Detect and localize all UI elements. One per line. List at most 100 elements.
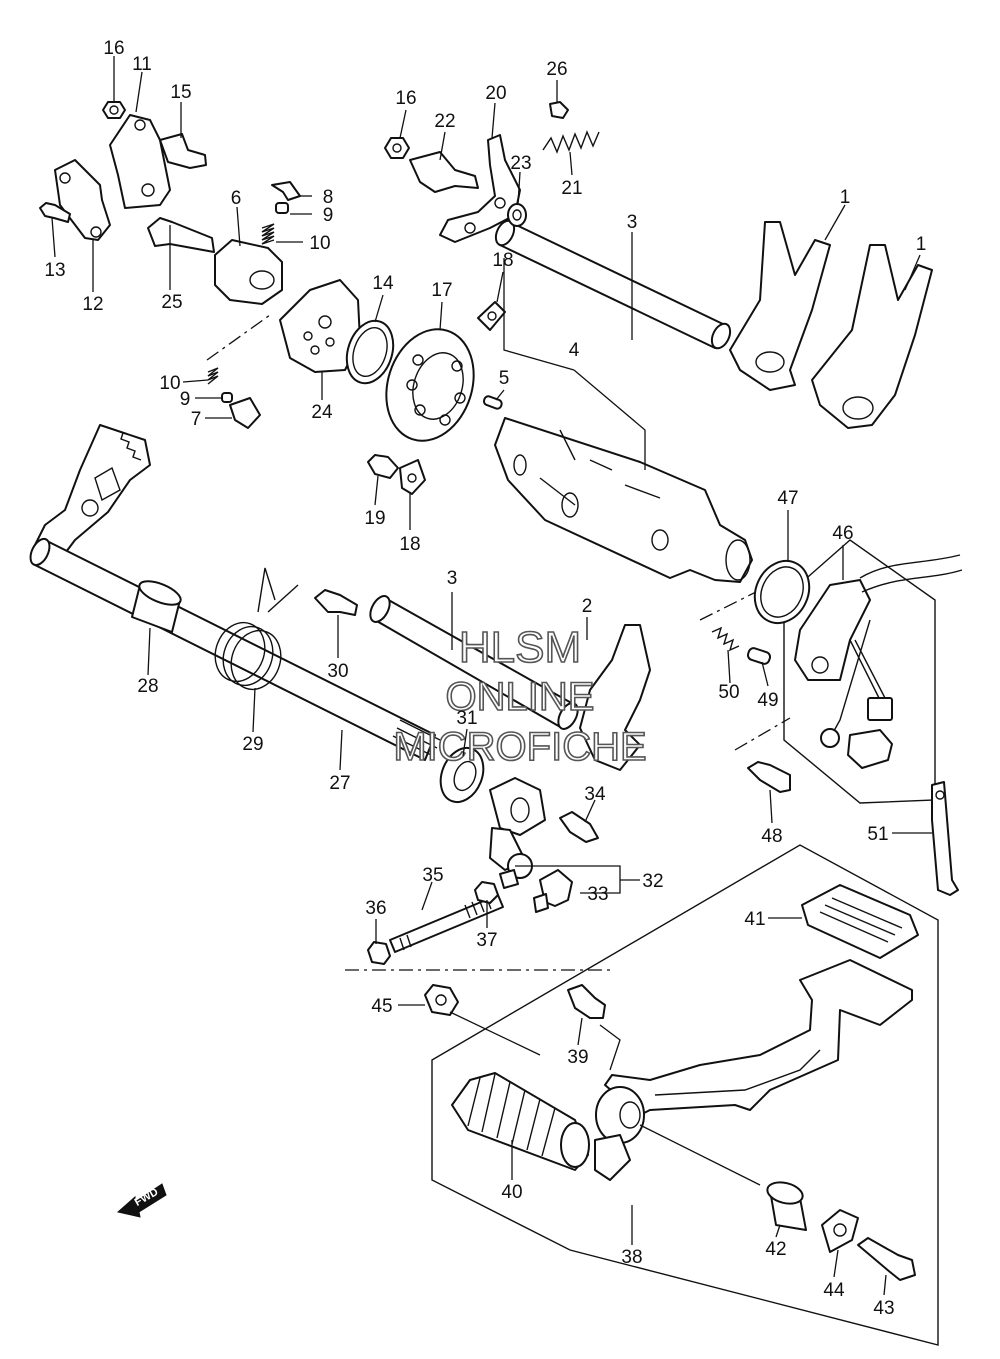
callout-7[interactable]: 7 — [191, 409, 202, 430]
callout-9[interactable]: 9 — [323, 205, 334, 226]
part-11-plate[interactable] — [109, 114, 171, 209]
callout-2[interactable]: 2 — [582, 596, 593, 617]
callout-5[interactable]: 5 — [499, 368, 510, 389]
part-49-pin[interactable] — [746, 647, 772, 665]
callout-32[interactable]: 32 — [642, 871, 663, 892]
callout-14[interactable]: 14 — [372, 273, 394, 294]
callout-48[interactable]: 48 — [761, 826, 782, 847]
callout-16[interactable]: 16 — [103, 38, 124, 59]
part-8-pawl[interactable] — [271, 181, 301, 201]
part-21-spring[interactable] — [542, 130, 600, 154]
part-27-shift-shaft[interactable] — [27, 536, 441, 761]
callout-11[interactable]: 11 — [132, 54, 152, 75]
part-10-spring-upper[interactable] — [261, 223, 275, 245]
part-39-pin[interactable] — [567, 984, 606, 1019]
part-36-nut[interactable] — [367, 941, 391, 965]
callout-20[interactable]: 20 — [485, 83, 506, 104]
part-12-stopper-plate[interactable] — [54, 159, 111, 241]
callout-35[interactable]: 35 — [422, 865, 443, 886]
callout-12[interactable]: 12 — [82, 294, 103, 315]
callout-21[interactable]: 21 — [561, 178, 582, 199]
callout-9[interactable]: 9 — [180, 389, 191, 410]
part-33-ball-cap[interactable] — [533, 869, 573, 913]
callout-47[interactable]: 47 — [777, 488, 798, 509]
part-30-pin[interactable] — [314, 589, 358, 616]
callout-19[interactable]: 19 — [364, 508, 385, 529]
callout-16[interactable]: 16 — [395, 88, 416, 109]
callout-18[interactable]: 18 — [492, 250, 513, 271]
part-37-nut[interactable] — [474, 881, 499, 904]
part-29-return-spring[interactable] — [207, 567, 299, 696]
part-41-pedal-pad[interactable] — [801, 884, 919, 959]
part-51-clamp[interactable] — [931, 781, 959, 896]
part-4-gear-shift-cam[interactable] — [494, 417, 753, 583]
callout-36[interactable]: 36 — [365, 898, 386, 919]
callout-3[interactable]: 3 — [627, 212, 638, 233]
callout-17[interactable]: 17 — [431, 280, 452, 301]
callout-50[interactable]: 50 — [718, 682, 739, 703]
part-25-bolt[interactable] — [147, 217, 215, 253]
callout-1[interactable]: 1 — [916, 234, 927, 255]
callout-41[interactable]: 41 — [744, 909, 765, 930]
part-47-o-ring[interactable] — [745, 552, 819, 632]
callout-24[interactable]: 24 — [311, 402, 333, 423]
callout-27[interactable]: 27 — [329, 773, 350, 794]
part-22-stud[interactable] — [409, 151, 479, 193]
callout-23[interactable]: 23 — [510, 153, 531, 174]
callout-6[interactable]: 6 — [231, 188, 242, 209]
callout-4[interactable]: 4 — [569, 340, 580, 361]
part-28-bush[interactable] — [131, 576, 184, 633]
part-18-washer-upper[interactable] — [477, 301, 506, 331]
part-10-spring-lower[interactable] — [207, 367, 219, 385]
part-46-gear-position-switch[interactable] — [794, 554, 963, 769]
callout-34[interactable]: 34 — [584, 784, 606, 805]
callout-39[interactable]: 39 — [567, 1047, 588, 1068]
callout-3[interactable]: 3 — [447, 568, 458, 589]
part-15-stud[interactable] — [159, 133, 207, 169]
part-38-gearshift-pedal[interactable] — [604, 959, 913, 1116]
callout-46[interactable]: 46 — [832, 523, 853, 544]
part-17-bearing[interactable] — [372, 318, 487, 452]
part-6-stopper-cam[interactable] — [214, 239, 283, 305]
callout-49[interactable]: 49 — [757, 690, 778, 711]
callout-40[interactable]: 40 — [501, 1182, 522, 1203]
part-14-o-ring[interactable] — [339, 315, 401, 389]
part-13-screw[interactable] — [39, 202, 71, 223]
callout-25[interactable]: 25 — [161, 292, 182, 313]
callout-26[interactable]: 26 — [546, 59, 567, 80]
callout-8[interactable]: 8 — [323, 187, 334, 208]
part-19-screw[interactable] — [367, 454, 399, 479]
callout-45[interactable]: 45 — [371, 996, 392, 1017]
callout-15[interactable]: 15 — [170, 82, 191, 103]
callout-43[interactable]: 43 — [873, 1298, 894, 1319]
part-26-screw[interactable] — [549, 101, 569, 119]
callout-22[interactable]: 22 — [434, 111, 455, 132]
part-48-bolt[interactable] — [747, 761, 791, 793]
part-2-fork[interactable] — [579, 624, 651, 771]
part-31-oil-seal[interactable] — [433, 742, 491, 809]
part-34-bolt[interactable] — [559, 811, 599, 843]
part-45-nut[interactable] — [424, 984, 459, 1016]
part-35-shift-rod[interactable] — [389, 894, 504, 953]
part-28-shift-lever-arm[interactable] — [34, 424, 151, 561]
callout-10[interactable]: 10 — [309, 233, 330, 254]
part-20-arm[interactable] — [439, 134, 521, 243]
callout-13[interactable]: 13 — [44, 260, 65, 281]
part-1-fork-a[interactable] — [729, 221, 831, 391]
part-3-shaft-upper[interactable] — [492, 218, 733, 351]
callout-31[interactable]: 31 — [456, 708, 477, 729]
part-3-shaft-lower[interactable] — [366, 593, 581, 732]
callout-29[interactable]: 29 — [242, 734, 263, 755]
part-16-nut-left[interactable] — [102, 101, 126, 119]
callout-1[interactable]: 1 — [840, 187, 851, 208]
part-42-bush[interactable] — [765, 1179, 807, 1231]
callout-10[interactable]: 10 — [159, 373, 180, 394]
part-43-bolt[interactable] — [857, 1237, 916, 1281]
callout-18[interactable]: 18 — [399, 534, 420, 555]
callout-38[interactable]: 38 — [621, 1247, 642, 1268]
callout-30[interactable]: 30 — [327, 661, 348, 682]
callout-28[interactable]: 28 — [137, 676, 158, 697]
callout-42[interactable]: 42 — [765, 1239, 786, 1260]
callout-51[interactable]: 51 — [867, 824, 888, 845]
part-5-pin[interactable] — [482, 395, 503, 410]
